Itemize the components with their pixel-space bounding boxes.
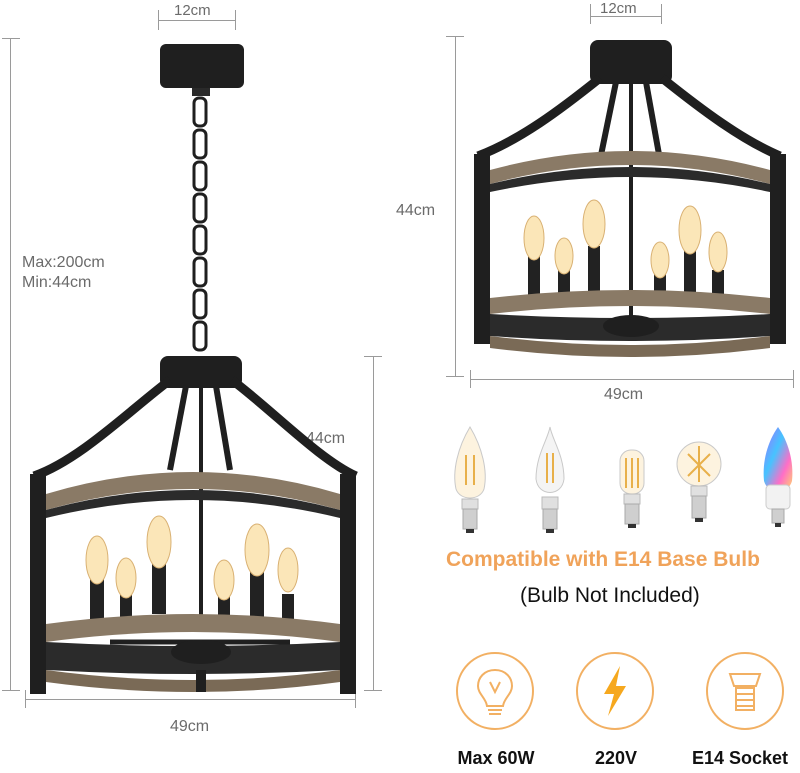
left-canopy-width-label: 12cm: [174, 2, 211, 19]
dim-line: [25, 699, 355, 700]
voltage-label: 220V: [594, 748, 638, 768]
lightning-icon: [576, 652, 654, 730]
dim-tick: [355, 690, 356, 708]
tubular-bulb-icon: [619, 449, 645, 528]
dim-line: [455, 36, 456, 376]
right-body-height-label: 44cm: [396, 202, 436, 219]
height-range-min-label: Min:44cm: [22, 274, 92, 291]
bulb-not-included-note: (Bulb Not Included): [520, 584, 700, 607]
pendant-chandelier-image: [30, 44, 358, 694]
dim-line: [590, 16, 661, 17]
right-body-width-label: 49cm: [604, 386, 644, 403]
dim-line: [158, 20, 235, 21]
dim-line: [470, 379, 793, 380]
height-range-max-label: Max:200cm: [22, 254, 105, 271]
dim-tick: [2, 38, 20, 39]
dim-tick: [235, 10, 236, 30]
semi-flush-chandelier-image: [474, 40, 786, 357]
left-body-height-label: 44cm: [306, 430, 346, 447]
left-body-width-label: 49cm: [170, 718, 210, 735]
socket-icon: [706, 652, 784, 730]
dim-tick: [446, 376, 464, 377]
max-wattage-label: Max 60W: [457, 748, 535, 768]
dim-tick: [364, 690, 382, 691]
dim-tick: [590, 4, 591, 24]
dim-line: [10, 38, 11, 690]
flame-tip-bulb-icon: [535, 426, 565, 533]
rgb-smart-bulb-icon: [763, 427, 793, 527]
dim-tick: [2, 690, 20, 691]
dim-tick: [661, 4, 662, 24]
dim-line: [373, 356, 374, 690]
dim-tick: [793, 370, 794, 388]
right-canopy-width-label: 12cm: [600, 0, 637, 17]
globe-bulb-icon: [676, 441, 722, 522]
socket-type-label: E14 Socket: [691, 748, 789, 768]
bulb-icon: [456, 652, 534, 730]
compatibility-text: Compatible with E14 Base Bulb: [446, 548, 760, 571]
candle-bulb-icon: [454, 426, 486, 533]
